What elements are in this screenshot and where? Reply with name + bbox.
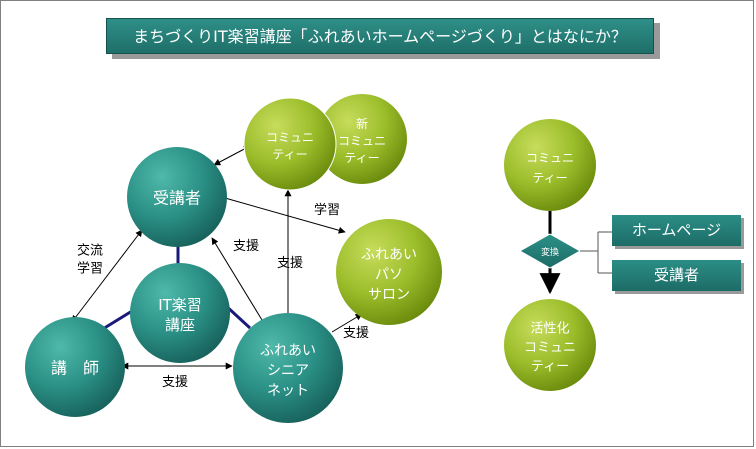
- node-senior-net: [233, 313, 343, 423]
- label-line: コミュニ: [338, 134, 386, 148]
- label-line: 交流: [77, 242, 103, 258]
- shien-label-1: 支援: [233, 239, 259, 254]
- arrow-senior-salon: [331, 313, 363, 333]
- node-right-community: [504, 119, 596, 211]
- arrow-koshi-jukosha: [71, 229, 143, 323]
- node-salon: [336, 219, 442, 325]
- arrow-senior-jukosha: [211, 237, 263, 321]
- label-line: シニア: [267, 363, 309, 379]
- label-line: 受講者: [153, 188, 201, 207]
- koryu-label: 交流学習: [77, 242, 103, 276]
- gakushu-label: 学習: [314, 202, 340, 218]
- label-line: パソ: [375, 267, 403, 283]
- shien-label-3: 支援: [343, 326, 369, 341]
- right-community-label: コミュニティー: [526, 151, 574, 185]
- page-title: まちづくりIT楽習講座「ふれあいホームページづくり」とはなにか？: [106, 18, 654, 54]
- label-line: 講座: [165, 316, 195, 334]
- node-it-course: [130, 263, 230, 363]
- label-line: コミュニ: [266, 130, 314, 144]
- label-line: 新: [356, 116, 368, 131]
- senior-net-label: ふれあいシニアネット: [260, 343, 316, 399]
- conversion-diamond: [518, 233, 582, 269]
- conversion-label: 変換: [541, 246, 559, 258]
- new-community-label: 新コミュニティー: [338, 116, 386, 165]
- shien-label-2: 支援: [277, 256, 303, 271]
- label-line: ティー: [272, 147, 307, 161]
- active-community-label: 活性化コミュニティー: [524, 322, 576, 375]
- node-koshi: [25, 317, 125, 417]
- label-line: ネット: [267, 383, 309, 399]
- community-label: コミュニティー: [266, 130, 314, 161]
- label-line: ティー: [532, 171, 567, 185]
- right-flow: [518, 211, 612, 295]
- label-line: 活性化: [530, 322, 569, 337]
- label-line: 学習: [77, 260, 103, 276]
- label-line: ふれあい: [361, 247, 417, 263]
- salon-label: ふれあいパソサロン: [361, 247, 417, 303]
- node-new-community: [317, 94, 407, 184]
- node-active-community: [504, 299, 596, 391]
- arrow-jukosha-salon: [224, 197, 346, 234]
- relation-arrows: [71, 145, 363, 370]
- label-line: ティー: [344, 151, 379, 165]
- it-course-label: IT楽習講座: [158, 296, 202, 334]
- jukosha-label: 受講者: [153, 188, 201, 207]
- shien-label-4: 支援: [162, 375, 188, 390]
- label-line: 講 師: [51, 358, 99, 377]
- label-line: コミュニ: [526, 151, 574, 165]
- label-line: IT楽習: [158, 296, 202, 314]
- jukosha-box: 受講者: [612, 260, 741, 291]
- label-line: サロン: [368, 287, 410, 303]
- label-line: コミュニ: [524, 341, 576, 356]
- koshi-label: 講 師: [51, 358, 99, 377]
- homepage-box: ホームページ: [612, 215, 741, 246]
- label-line: ふれあい: [260, 343, 316, 359]
- node-community: [243, 97, 337, 191]
- node-jukosha: [127, 147, 227, 247]
- label-line: ティー: [531, 360, 569, 375]
